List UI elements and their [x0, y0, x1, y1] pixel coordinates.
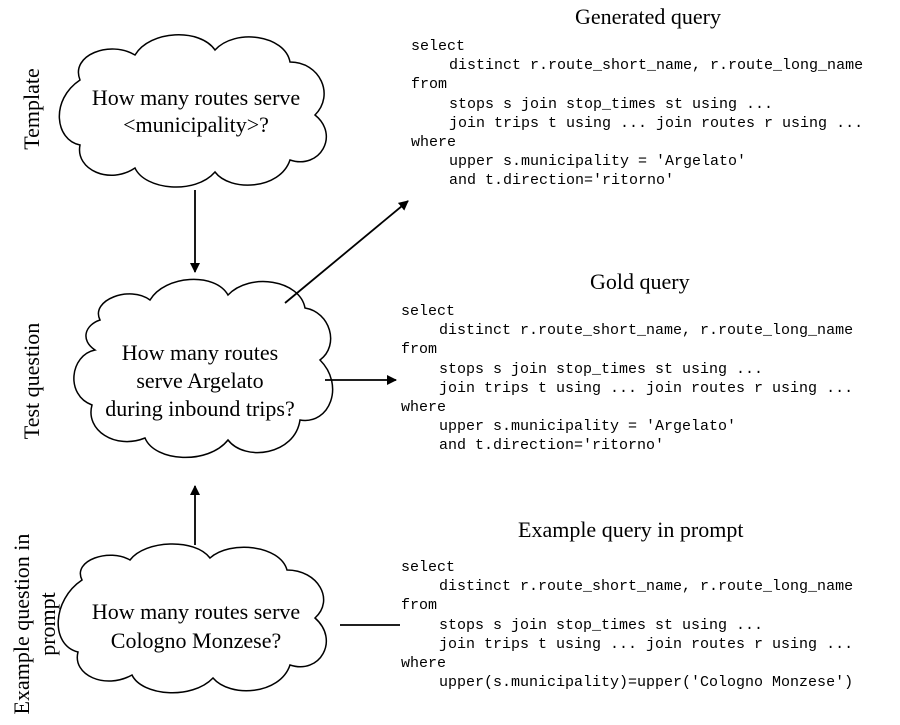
template-question-text: How many routes serve <municipality>? [76, 84, 316, 138]
code-line: where [401, 398, 447, 416]
generated-query-title: Generated query [575, 4, 721, 29]
example-question-line1: How many routes serve [91, 599, 301, 624]
code-line: where [411, 133, 457, 151]
template-question-line2: <municipality>? [123, 112, 269, 137]
code-line: distinct r.route_short_name, r.route_lon… [449, 57, 864, 75]
code-line: stops s join stop_times st using ... [439, 616, 764, 634]
code-line: stops s join stop_times st using ... [439, 360, 764, 378]
test-question-line1: How many routes [121, 340, 279, 365]
code-line: and t.direction='ritorno' [449, 172, 675, 190]
side-label-example-line2: prompt [35, 592, 60, 656]
code-line: upper s.municipality = 'Argelato' [439, 418, 737, 436]
code-line: distinct r.route_short_name, r.route_lon… [439, 322, 854, 340]
side-label-example-line1: Example question in [9, 533, 34, 715]
arrow-test-to-generated [284, 200, 409, 304]
code-line: from [401, 597, 438, 615]
side-label-example-question: Example question in prompt [9, 524, 61, 724]
example-question-line2: Cologno Monzese? [110, 628, 282, 653]
template-question-line1: How many routes serve [91, 85, 301, 110]
code-line: distinct r.route_short_name, r.route_lon… [439, 578, 854, 596]
code-line: join trips t using ... join routes r usi… [449, 114, 864, 132]
gold-query-title: Gold query [590, 269, 690, 294]
example-query-code: select distinct r.route_short_name, r.rou… [401, 558, 853, 692]
code-line: from [411, 76, 448, 94]
code-line: upper(s.municipality)=upper('Cologno Mon… [439, 674, 854, 692]
gold-query-code: select distinct r.route_short_name, r.rou… [401, 302, 853, 456]
example-cloud-shape [57, 543, 327, 694]
code-line: stops s join stop_times st using ... [449, 95, 774, 113]
test-question-text: How many routes serve Argelato during in… [90, 339, 310, 423]
side-label-template: Template [19, 68, 44, 150]
example-query-title: Example query in prompt [518, 517, 744, 542]
test-question-line3: during inbound trips? [105, 396, 295, 421]
example-question-text: How many routes serve Cologno Monzese? [76, 597, 316, 655]
test-question-line2: serve Argelato [136, 368, 264, 393]
code-line: and t.direction='ritorno' [439, 437, 665, 455]
code-line: from [401, 341, 438, 359]
code-line: select [401, 559, 456, 576]
code-line: select [401, 303, 456, 320]
side-label-test-question: Test question [19, 322, 44, 440]
code-line: upper s.municipality = 'Argelato' [449, 153, 747, 171]
code-line: where [401, 654, 447, 672]
template-cloud-shape [58, 34, 327, 188]
test-cloud-shape [73, 278, 334, 459]
code-line: select [411, 38, 466, 55]
generated-query-code: select distinct r.route_short_name, r.rou… [411, 37, 863, 191]
code-line: join trips t using ... join routes r usi… [439, 635, 854, 653]
code-line: join trips t using ... join routes r usi… [439, 379, 854, 397]
